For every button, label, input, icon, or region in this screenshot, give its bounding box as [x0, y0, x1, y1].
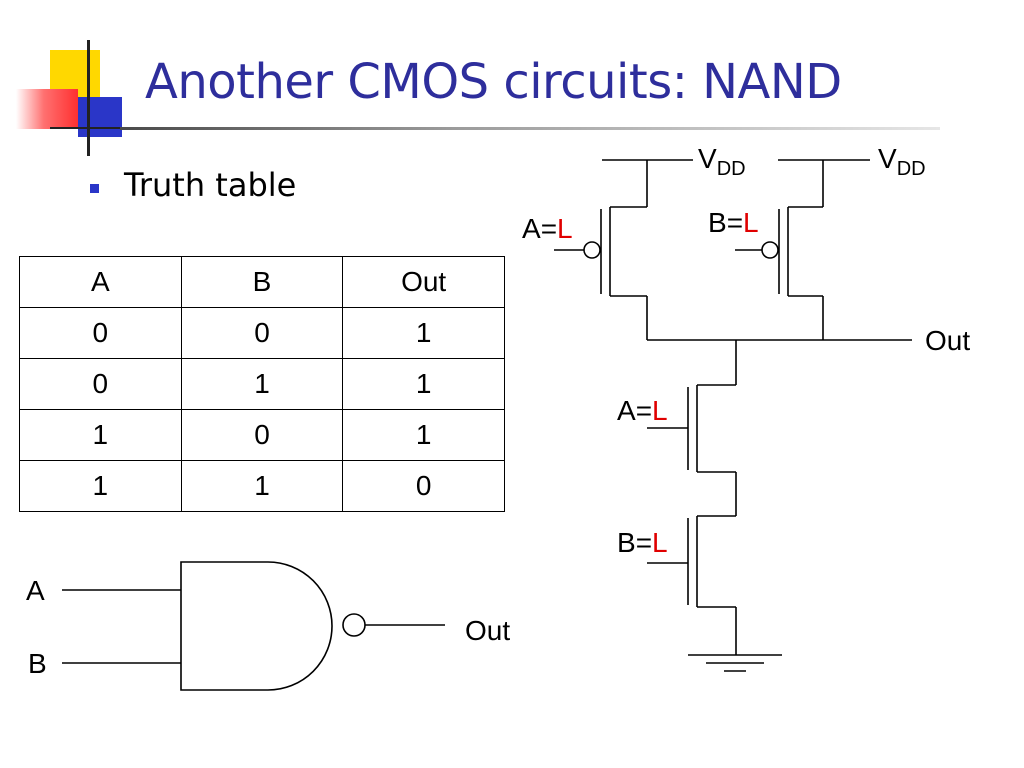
nand-inversion-bubble	[342, 613, 366, 637]
decor-vertical-line	[87, 40, 90, 156]
vdd-label-left: VDD	[698, 143, 746, 180]
nand-gate-symbol: A B Out	[26, 561, 510, 691]
output-node: Out	[647, 325, 970, 385]
decor-blue-square	[78, 97, 122, 137]
decor-red-bar	[16, 89, 78, 129]
nmos-transistor-b: B=L	[617, 515, 737, 655]
slide-title: Another CMOS circuits: NAND	[145, 54, 842, 110]
table-row: 0 1 1	[19, 358, 505, 410]
pmos-b-label: B=L	[708, 207, 759, 238]
decor-horizontal-line	[50, 127, 126, 129]
pmos-transistor-a: A=L	[522, 160, 648, 340]
nmos-b-label: B=L	[617, 527, 668, 558]
gate-input-a-label: A	[26, 575, 45, 606]
header-a: A	[19, 256, 182, 308]
cell-b: 1	[180, 460, 344, 512]
cell-out: 1	[342, 409, 505, 461]
vdd-rails: VDD VDD	[602, 143, 926, 180]
table-row: 1 0 1	[19, 409, 505, 461]
nmos-transistor-a: A=L	[617, 384, 737, 516]
table-header-row: A B Out	[19, 256, 505, 308]
nmos-a-label: A=L	[617, 395, 668, 426]
pmos-a-label: A=L	[522, 213, 573, 244]
cell-a: 0	[19, 358, 182, 410]
ground-icon	[688, 654, 782, 672]
nand-gate-body	[180, 561, 333, 691]
gate-output-label: Out	[465, 615, 510, 646]
gate-input-b-label: B	[28, 648, 47, 679]
cell-out: 0	[342, 460, 505, 512]
cell-a: 0	[19, 307, 182, 359]
cell-out: 1	[342, 307, 505, 359]
vdd-label-right: VDD	[878, 143, 926, 180]
cell-a: 1	[19, 460, 182, 512]
header-out: Out	[342, 256, 505, 308]
table-row: 1 1 0	[19, 460, 505, 512]
truth-table: A B Out 0 0 1 0 1 1 1 0 1 1 1 0	[19, 256, 505, 512]
circuit-output-label: Out	[925, 325, 970, 356]
title-underline	[120, 127, 940, 130]
cell-b: 0	[180, 307, 344, 359]
cell-b: 0	[180, 409, 344, 461]
cell-out: 1	[342, 358, 505, 410]
pmos-transistor-b: B=L	[708, 160, 824, 340]
table-row: 0 0 1	[19, 307, 505, 359]
bullet-text: Truth table	[124, 166, 297, 204]
pmos-a-gate-bubble	[583, 241, 601, 259]
pmos-b-gate-bubble	[761, 241, 779, 259]
bullet-icon	[90, 184, 99, 193]
